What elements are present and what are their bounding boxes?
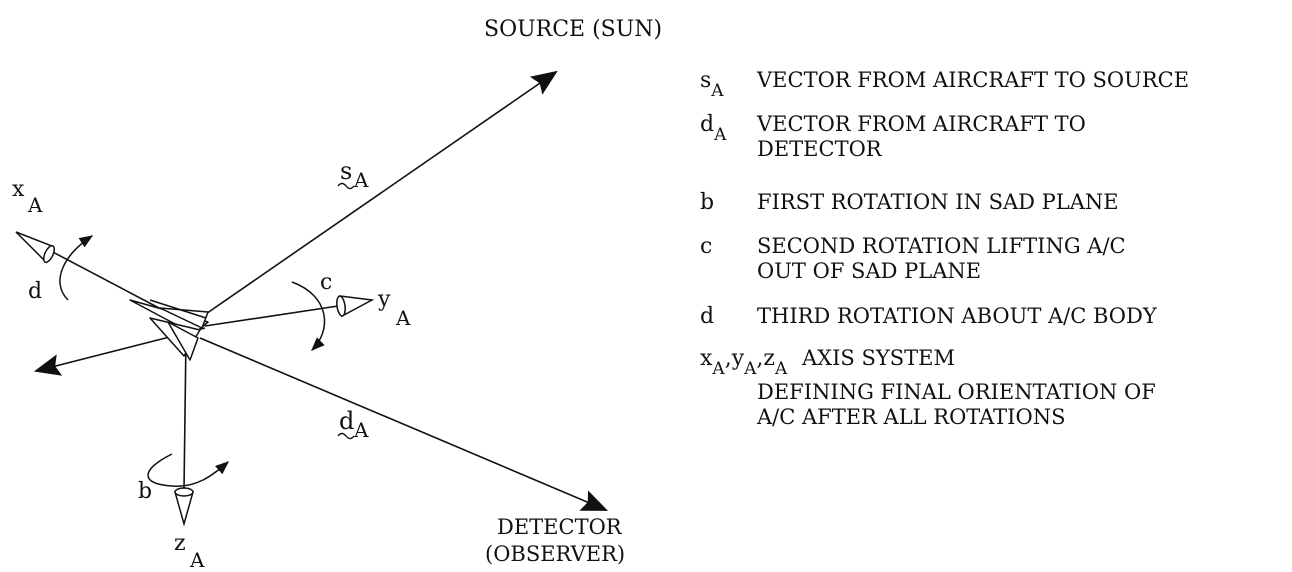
svg-text:y: y [377, 287, 391, 312]
legend-desc-axes: AXIS SYSTEM [802, 346, 955, 370]
x-axis-cone-icon [15, 231, 56, 264]
legend-desc-axes-cont: DEFINING FINAL ORIENTATION OF A/C AFTER … [757, 380, 1156, 429]
svg-text:d: d [339, 407, 354, 435]
aircraft-icon [129, 299, 209, 361]
z-axis-cone-icon [174, 487, 194, 527]
y-axis-cone-icon [336, 295, 375, 318]
legend-desc-c: SECOND ROTATION LIFTING A/C OUT OF SAD P… [757, 234, 1126, 283]
svg-text:A: A [189, 548, 205, 572]
rotation-b-label: b [138, 479, 152, 504]
vector-s-label: s A [337, 157, 369, 192]
legend-desc-s: VECTOR FROM AIRCRAFT TO SOURCE [757, 68, 1190, 92]
legend-symbol-c: c [700, 234, 713, 259]
y-axis-label: y A [377, 287, 411, 330]
legend-symbol-b: b [700, 190, 715, 215]
svg-text:A: A [353, 418, 369, 442]
legend-desc-d: VECTOR FROM AIRCRAFT TO DETECTOR [757, 112, 1086, 161]
rotation-d-arrow [59, 235, 94, 301]
svg-text:A: A [353, 168, 369, 192]
detector-label-line1: DETECTOR [497, 515, 623, 539]
rotation-b-arrow [147, 453, 230, 487]
vector-d-label: d A [337, 407, 369, 442]
detector-label-line2: (OBSERVER) [485, 542, 625, 566]
legend-symbol-s: sA [700, 68, 724, 101]
rotation-c-label: c [320, 270, 332, 295]
svg-text:A: A [395, 306, 411, 330]
x-axis-label: x A [12, 177, 43, 217]
z-axis-label: z A [174, 531, 205, 572]
legend-symbol-axes: xA,yA,zA [700, 346, 788, 379]
source-label: SOURCE (SUN) [484, 17, 662, 42]
svg-text:z: z [174, 531, 186, 556]
y-axis-line [204, 305, 339, 327]
rotation-c-arrow [291, 281, 326, 351]
legend-desc-rot-d: THIRD ROTATION ABOUT A/C BODY [757, 304, 1157, 328]
detector-vector [199, 337, 609, 511]
svg-text:A: A [27, 193, 43, 217]
legend-symbol-rot-d: d [700, 304, 715, 329]
legend-desc-b: FIRST ROTATION IN SAD PLANE [757, 190, 1119, 214]
body-axis-line [29, 239, 179, 319]
svg-text:x: x [12, 177, 25, 202]
z-axis-line [183, 337, 187, 491]
source-vector [199, 70, 558, 319]
svg-text:s: s [340, 157, 352, 185]
orientation-diagram: SOURCE (SUN) DETECTOR (OBSERVER) s A d A… [12, 17, 662, 572]
legend-symbol-d: dA [700, 112, 727, 145]
rotation-d-label: d [28, 279, 42, 304]
